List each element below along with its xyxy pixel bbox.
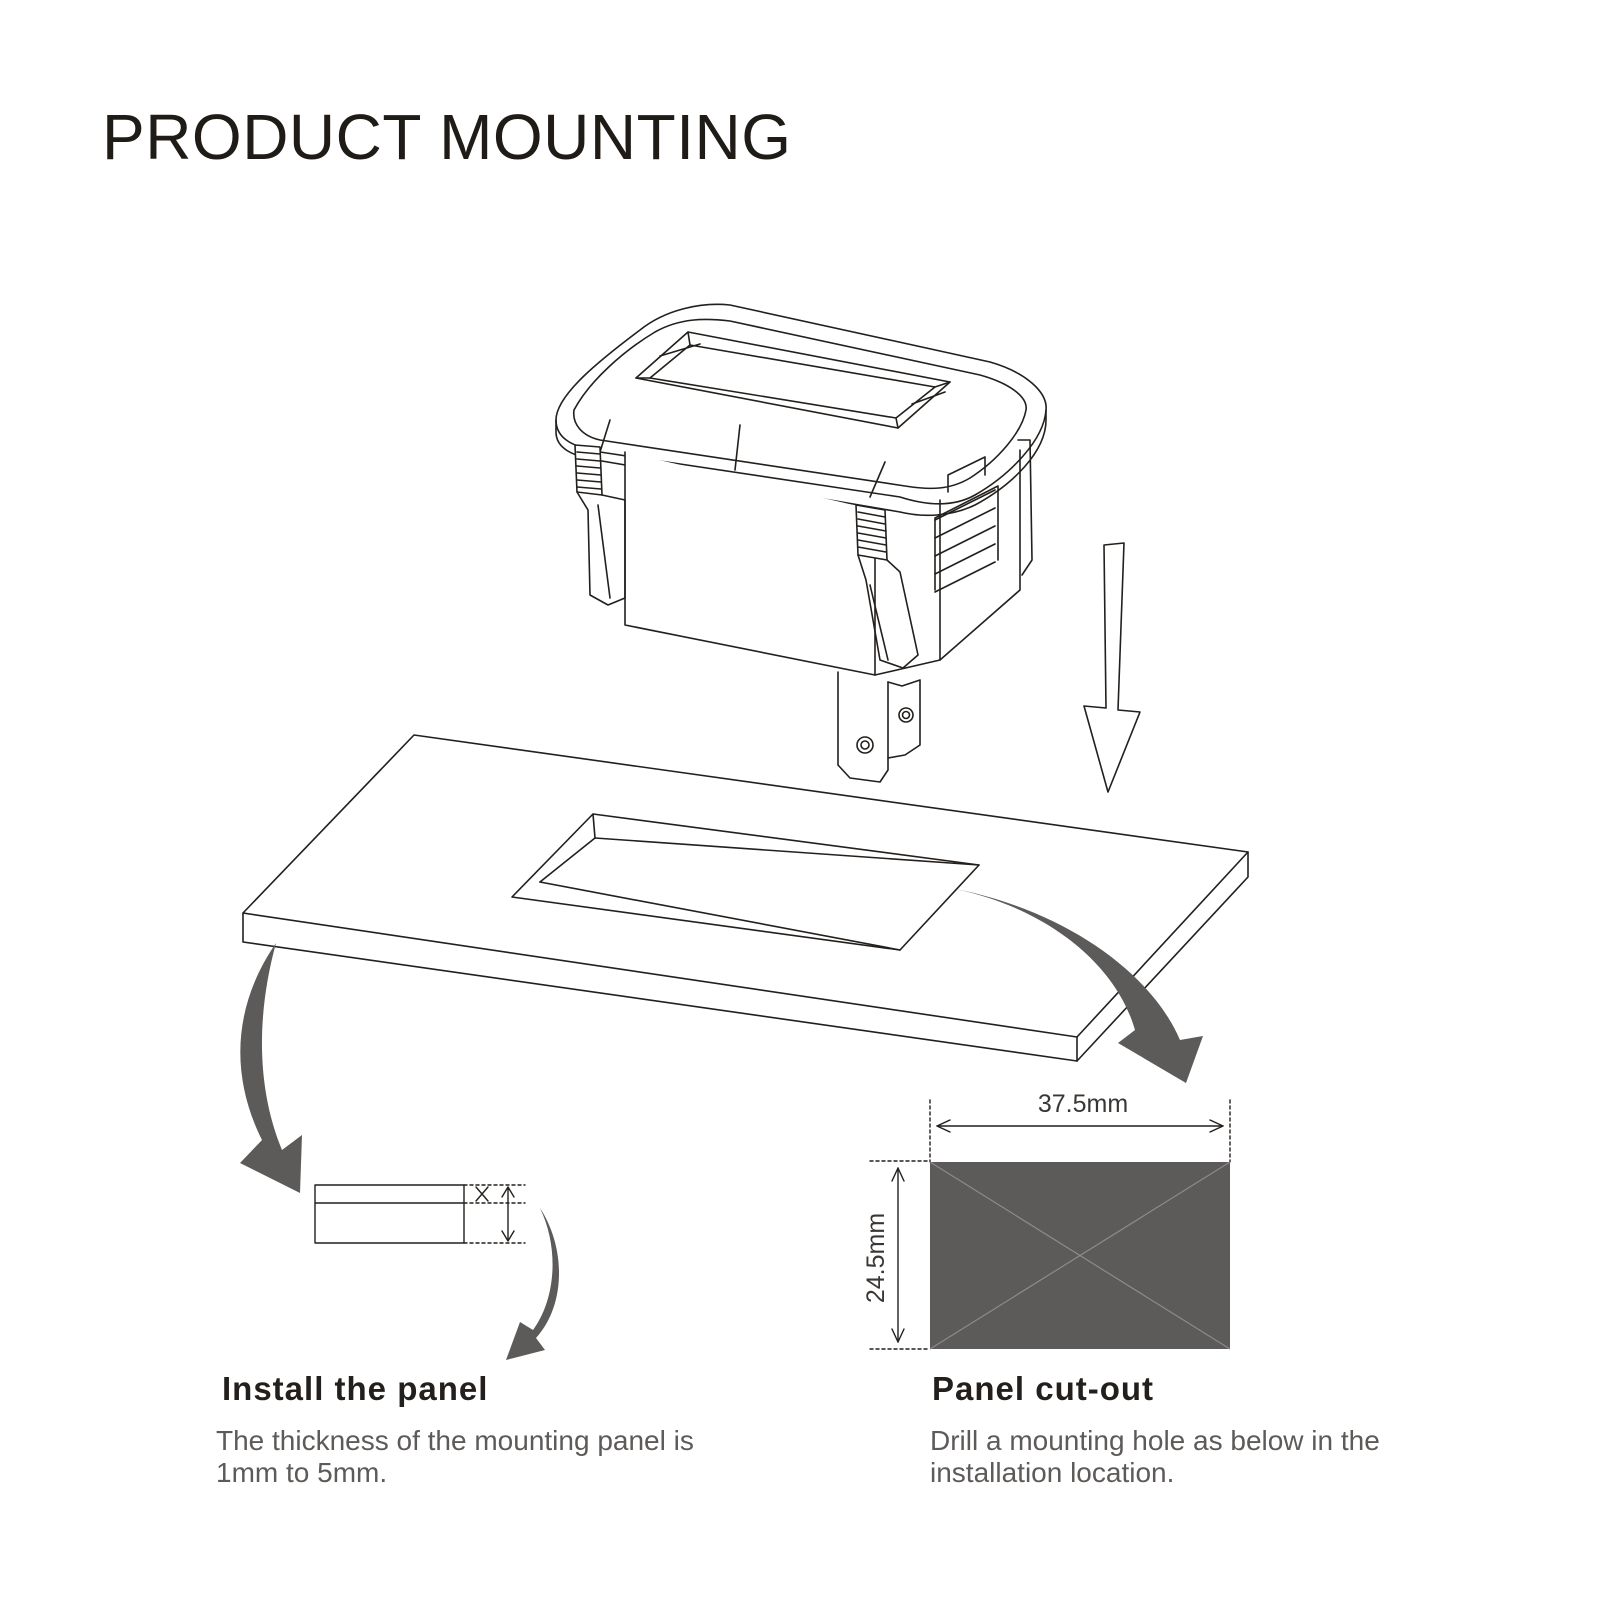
cutout-height-label: 24.5mm — [862, 1213, 890, 1303]
curved-arrow-left — [240, 943, 302, 1193]
curved-arrow-right — [950, 888, 1203, 1083]
cutout-description: Drill a mounting hole as below in the in… — [930, 1425, 1380, 1488]
curved-arrow-small — [506, 1208, 560, 1360]
device-illustration — [555, 303, 1047, 783]
cutout-heading: Panel cut-out — [932, 1370, 1155, 1407]
terminals — [837, 671, 921, 783]
right-clip — [855, 504, 919, 669]
install-heading: Install the panel — [222, 1370, 489, 1407]
left-clip — [574, 444, 626, 606]
cutout-dimensions — [869, 1099, 1231, 1350]
install-description: The thickness of the mounting panel is 1… — [216, 1425, 694, 1488]
panel-opening — [511, 813, 980, 951]
page-title: PRODUCT MOUNTING — [102, 101, 792, 173]
mounting-panel-board — [242, 734, 1249, 1062]
cutout-width-label: 37.5mm — [1038, 1090, 1128, 1118]
cutout-shape — [929, 1161, 1231, 1350]
thickness-detail — [314, 1184, 526, 1244]
side-vents — [934, 456, 999, 593]
down-arrow — [1083, 542, 1141, 793]
